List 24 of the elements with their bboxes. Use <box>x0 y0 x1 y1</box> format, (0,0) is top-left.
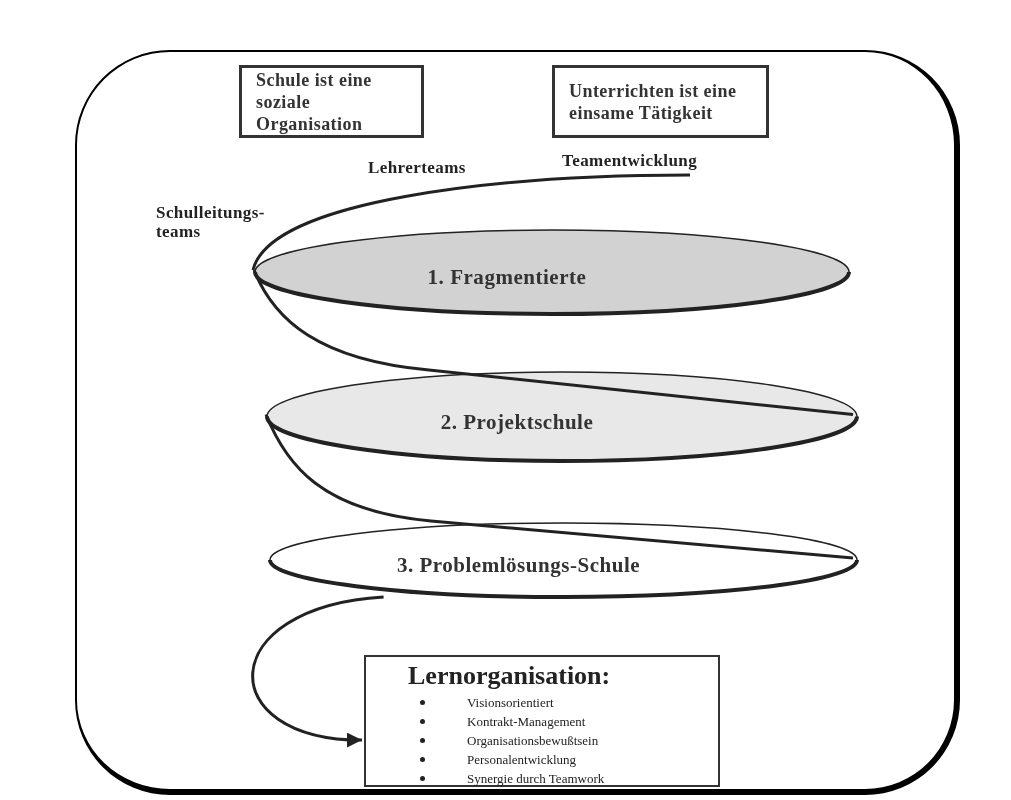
box-text: Schule ist eine soziale Organisation <box>256 68 373 135</box>
text-box <box>552 65 769 138</box>
list-item: Synergie durch Teamwork <box>467 770 605 788</box>
stage-ellipse <box>267 520 860 600</box>
stage-label: 2. Projektschule <box>440 408 594 436</box>
spiral-line <box>252 269 854 416</box>
text-box <box>239 65 424 138</box>
box-text: Unterrichten ist eine einsame Tätigkeit <box>569 79 738 124</box>
stage-label: 1. Fragmentierte <box>427 264 587 292</box>
rounded-frame <box>75 50 960 795</box>
stage-label: 3. Problemlösungs-Schule <box>396 552 641 580</box>
arrow <box>251 595 384 747</box>
list-item: Kontrakt-Management <box>467 713 586 731</box>
stage-ellipse <box>252 227 852 317</box>
spiral-line <box>251 173 690 271</box>
spiral-line <box>264 413 854 560</box>
box-heading: Lernorganisation: <box>407 661 612 691</box>
list-item: Visionsorientiert <box>467 694 554 712</box>
stage-ellipse <box>264 369 860 464</box>
stage-label: Lehrerteams <box>368 158 467 177</box>
list-item: Organisationsbewußtsein <box>467 732 599 750</box>
list-item: Personalentwicklung <box>467 751 577 769</box>
text-box <box>364 655 720 787</box>
stage-label: Teamentwicklung <box>562 150 699 172</box>
